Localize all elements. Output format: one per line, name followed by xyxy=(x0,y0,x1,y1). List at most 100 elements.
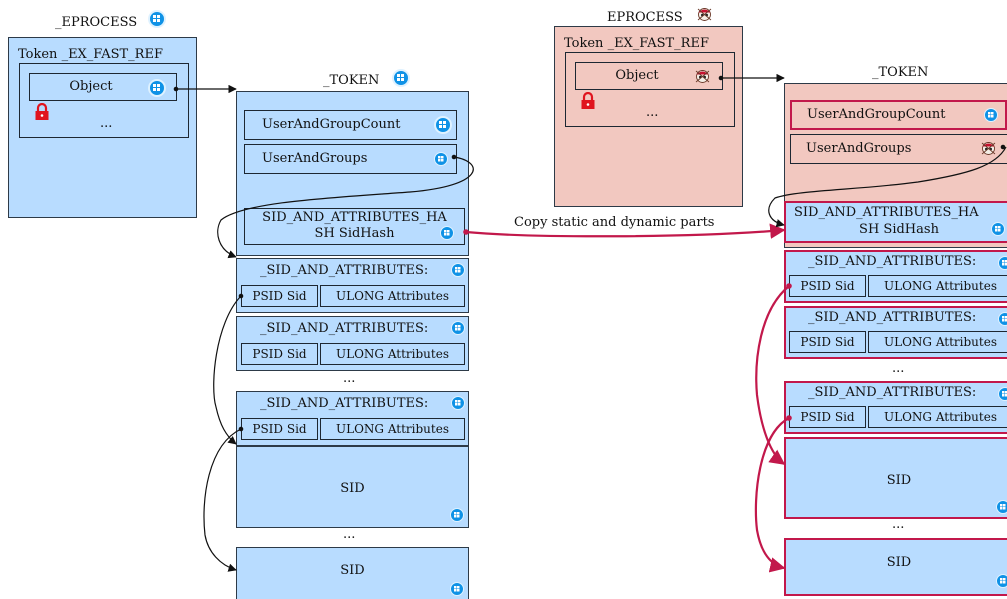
padlock-icon xyxy=(35,103,49,120)
left-user-groups-link-origin xyxy=(451,154,457,160)
right-object-ellipsis: ... xyxy=(646,105,659,120)
left-token-title: _TOKEN xyxy=(323,73,380,88)
copy-static-dynamic-arrow xyxy=(465,223,786,239)
left-token-panel: UserAndGroupCount UserAndGroups SID_AND_… xyxy=(236,91,469,256)
right-user-groups-link-origin xyxy=(1000,144,1006,150)
right-sid-attributes-label-2: _SID_AND_ATTRIBUTES: xyxy=(808,310,977,325)
pirate-skull-icon xyxy=(695,70,710,83)
windows-logo-icon xyxy=(450,508,464,522)
right-object-field: Object xyxy=(575,62,723,90)
windows-logo-icon xyxy=(996,574,1007,588)
left-psid-to-sid-2-link xyxy=(203,428,242,572)
windows-logo-icon xyxy=(998,256,1007,270)
right-user-and-groups-label: UserAndGroups xyxy=(806,141,912,156)
right-ulong-attributes-cell-2: ULONG Attributes xyxy=(868,331,1007,353)
right-psid-sid-cell-3: PSID Sid xyxy=(789,406,866,428)
left-psid-sid-text-3: PSID Sid xyxy=(252,422,307,436)
right-eprocess-panel: Token _EX_FAST_REF Object ... xyxy=(554,26,743,207)
left-psid-sid-text-2: PSID Sid xyxy=(252,347,307,361)
left-sid-block-2: SID xyxy=(236,547,469,599)
right-object-arrow-origin xyxy=(718,75,724,81)
right-psid-to-sid-2-origin xyxy=(786,415,792,421)
left-psid-to-sid-1-origin xyxy=(238,293,244,299)
left-object-label: Object xyxy=(69,79,113,94)
left-psid-to-sid-1-link xyxy=(213,295,242,445)
right-token-ref-label: Token _EX_FAST_REF xyxy=(564,36,709,51)
windows-logo-icon xyxy=(996,500,1007,514)
right-token-title: _TOKEN xyxy=(872,65,929,80)
right-user-and-group-count-label: UserAndGroupCount xyxy=(807,107,946,122)
windows-logo-icon xyxy=(984,108,998,122)
left-ulong-attributes-cell-2: ULONG Attributes xyxy=(320,343,465,365)
right-ellipsis-between: ... xyxy=(892,361,905,376)
left-ulong-attributes-text-2: ULONG Attributes xyxy=(336,347,449,361)
right-sid-hash-field: SID_AND_ATTRIBUTES_HA SH SidHash xyxy=(784,201,1007,243)
windows-logo-icon xyxy=(392,69,410,87)
left-object-arrow-origin xyxy=(173,86,179,92)
left-user-and-group-count-field: UserAndGroupCount xyxy=(244,110,457,140)
right-psid-sid-cell-2: PSID Sid xyxy=(789,331,866,353)
left-sid-attributes-label-1: _SID_AND_ATTRIBUTES: xyxy=(260,263,429,278)
right-psid-sid-cell-1: PSID Sid xyxy=(789,275,866,297)
right-ulong-attributes-text-2: ULONG Attributes xyxy=(884,335,997,349)
right-psid-sid-text-1: PSID Sid xyxy=(800,279,855,293)
left-object-field: Object xyxy=(29,73,177,101)
windows-logo-icon xyxy=(434,116,452,134)
right-sid-block-2: SID xyxy=(784,538,1007,596)
left-eprocess-title: _EPROCESS xyxy=(55,15,138,30)
right-psid-to-sid-2-link xyxy=(754,417,790,573)
left-sid-attributes-label-2: _SID_AND_ATTRIBUTES: xyxy=(260,321,429,336)
right-ulong-attributes-cell-1: ULONG Attributes xyxy=(868,275,1007,297)
left-ellipsis-sid: ... xyxy=(343,527,356,542)
windows-logo-icon xyxy=(148,10,166,28)
left-object-ellipsis: ... xyxy=(100,116,113,131)
windows-logo-icon xyxy=(434,152,448,166)
copy-parts-label: Copy static and dynamic parts xyxy=(514,215,715,230)
right-ulong-attributes-text-1: ULONG Attributes xyxy=(884,279,997,293)
right-sid-hash-line1: SID_AND_ATTRIBUTES_HA xyxy=(794,205,979,220)
left-token-ref-label: Token _EX_FAST_REF xyxy=(18,47,163,62)
left-sid-block-1: SID xyxy=(236,446,469,528)
left-psid-to-sid-2-origin xyxy=(238,426,244,432)
windows-logo-icon xyxy=(998,312,1007,326)
right-sid-label-2: SID xyxy=(886,555,912,570)
left-sid-hash-line2: SH SidHash xyxy=(314,226,395,241)
windows-logo-icon xyxy=(998,387,1007,401)
right-psid-to-sid-1-origin xyxy=(786,283,792,289)
right-sid-label-1: SID xyxy=(886,473,912,488)
left-user-and-group-count-label: UserAndGroupCount xyxy=(262,117,401,132)
windows-logo-icon xyxy=(451,263,465,277)
windows-logo-icon xyxy=(450,582,464,596)
right-ulong-attributes-cell-3: ULONG Attributes xyxy=(868,406,1007,428)
padlock-icon xyxy=(581,92,595,109)
right-user-groups-link xyxy=(768,146,1007,228)
left-sid-hash-field: SID_AND_ATTRIBUTES_HA SH SidHash xyxy=(244,208,465,245)
left-eprocess-panel: Token _EX_FAST_REF Object ... xyxy=(8,37,197,218)
left-sid-attributes-block-2: _SID_AND_ATTRIBUTES: PSID Sid ULONG Attr… xyxy=(236,316,469,371)
left-token-ref-box: Object ... xyxy=(19,63,189,138)
right-sid-attributes-label-3: _SID_AND_ATTRIBUTES: xyxy=(808,385,977,400)
right-sid-block-1: SID xyxy=(784,437,1007,519)
right-ulong-attributes-text-3: ULONG Attributes xyxy=(884,410,997,424)
left-psid-sid-cell-1: PSID Sid xyxy=(241,285,318,307)
right-sid-attributes-label-1: _SID_AND_ATTRIBUTES: xyxy=(808,254,977,269)
copy-arrow-origin xyxy=(463,229,469,235)
right-sid-hash-line2: SH SidHash xyxy=(859,222,939,237)
windows-logo-icon xyxy=(451,321,465,335)
right-psid-to-sid-1-link xyxy=(755,285,790,465)
left-user-and-groups-field: UserAndGroups xyxy=(244,144,457,174)
right-sid-attributes-block-2: _SID_AND_ATTRIBUTES: PSID Sid ULONG Attr… xyxy=(784,306,1007,359)
right-ellipsis-sid: ... xyxy=(892,517,905,532)
windows-logo-icon xyxy=(148,79,166,97)
left-psid-sid-cell-2: PSID Sid xyxy=(241,343,318,365)
right-eprocess-title: EPROCESS xyxy=(607,10,683,25)
right-sid-attributes-block-1: _SID_AND_ATTRIBUTES: PSID Sid ULONG Attr… xyxy=(784,250,1007,303)
left-ellipsis-between: ... xyxy=(343,371,356,386)
left-sid-label-2: SID xyxy=(340,563,365,578)
right-user-and-group-count-field: UserAndGroupCount xyxy=(790,100,1007,130)
pirate-skull-icon xyxy=(697,8,712,21)
left-sid-attributes-label-3: _SID_AND_ATTRIBUTES: xyxy=(260,396,429,411)
left-user-groups-link xyxy=(217,156,474,259)
left-sid-attributes-block-1: _SID_AND_ATTRIBUTES: PSID Sid ULONG Attr… xyxy=(236,258,469,313)
